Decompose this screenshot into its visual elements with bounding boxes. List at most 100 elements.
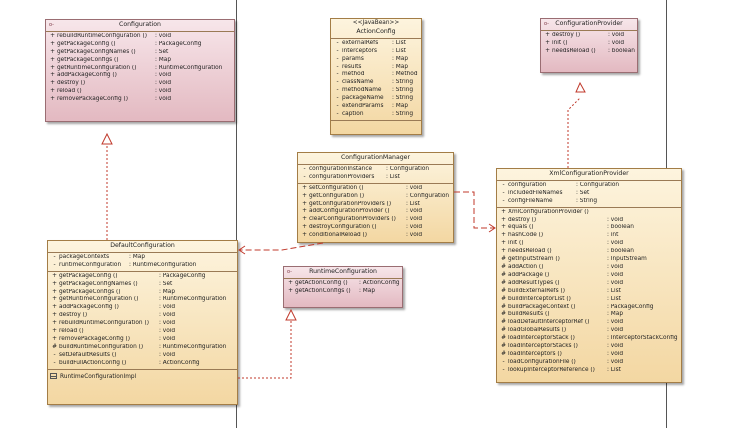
member-type: : void (159, 320, 176, 327)
class-configuration[interactable]: o- Configuration +rebuildRuntimeConfigur… (45, 19, 235, 122)
member-type: : Configuration (406, 192, 450, 199)
inner-class-icon (50, 372, 57, 379)
member-type: : Map (392, 63, 409, 70)
member-type: : void (159, 328, 176, 335)
member-row: #loadGlobalResults (): void (499, 327, 679, 335)
member-type: : void (406, 224, 423, 231)
class-default-configuration[interactable]: DefaultConfiguration -packageContexts: M… (47, 240, 238, 405)
member-row: -configFileName: String (499, 198, 679, 206)
member-name: addPackage () (508, 271, 550, 278)
methods-section: +rebuildRuntimeConfiguration (): void+ge… (46, 30, 234, 105)
class-name: DefaultConfiguration (110, 242, 175, 249)
fields-section: -externalRefs: List-interceptors: List-p… (331, 37, 421, 120)
member-type: : Map (129, 253, 146, 260)
member-type: : void (607, 240, 624, 247)
member-name: getInputStream () (508, 256, 560, 263)
member-name: getRuntimeConfiguration () (59, 296, 139, 303)
class-runtime-configuration[interactable]: o- RuntimeConfiguration +getActionConfig… (283, 266, 403, 308)
member-row: -runtimeConfiguration: RuntimeConfigurat… (50, 262, 235, 270)
member-type: : String (576, 197, 598, 204)
member-type: : RuntimeConfiguration (155, 64, 223, 71)
class-name: ActionConfig (356, 27, 396, 35)
member-name: reload () (59, 328, 84, 335)
visibility-marker: + (52, 304, 57, 311)
member-name: loadConfigurationFile () (508, 358, 576, 365)
member-type: : boolean (608, 47, 635, 54)
member-name: conditionalReload () (309, 232, 368, 239)
member-type: : Set (155, 48, 169, 55)
member-name: packageName (342, 95, 384, 102)
member-type: : Map (155, 56, 172, 63)
member-type: : void (607, 343, 624, 350)
member-type: : RuntimeConfiguration (159, 343, 227, 350)
member-row: +removePackageConfig (): void (48, 96, 232, 104)
member-type: : List (607, 287, 621, 294)
member-type: : String (392, 87, 414, 94)
visibility-marker: # (501, 319, 506, 326)
member-type: : boolean (607, 248, 634, 255)
member-row: +needsReload (): boolean (499, 248, 679, 256)
member-name: loadGlobalResults () (508, 327, 567, 334)
realization-impl-to-runtime (238, 320, 292, 379)
class-xml-configuration-provider[interactable]: XmlConfigurationProvider -configuration:… (496, 168, 682, 383)
member-name: caption (342, 110, 364, 117)
member-name: destroy () (552, 31, 581, 38)
class-header: o- Configuration (46, 20, 234, 31)
member-row: +destroyConfiguration (): void (300, 224, 451, 232)
class-configuration-manager[interactable]: ConfigurationManager -configurationInsta… (297, 152, 454, 243)
member-type: : void (159, 312, 176, 319)
member-row: #loadInterceptorStacks (): void (499, 343, 679, 351)
member-row: +reload (): void (48, 88, 232, 96)
member-row: -configurationInstance: Configuration (300, 166, 451, 174)
member-row: #addResultTypes (): void (499, 280, 679, 288)
member-row: -method: Method (333, 71, 419, 79)
member-type: : ActionConfig (159, 359, 200, 366)
member-row: -interceptors: List (333, 48, 419, 56)
member-type: : void (155, 80, 172, 87)
member-type: : void (406, 184, 423, 191)
member-name: getPackageConfigNames () (57, 48, 136, 55)
member-row: -params: Map (333, 56, 419, 64)
visibility-marker: + (545, 31, 550, 38)
visibility-marker: # (501, 256, 506, 263)
member-type: : String (392, 95, 414, 102)
visibility-marker: - (53, 253, 56, 260)
member-row: #loadInterceptors (): void (499, 351, 679, 359)
member-row: -externalRefs: List (333, 40, 419, 48)
member-type: : void (607, 319, 624, 326)
member-type: : void (608, 39, 625, 46)
member-name: getConfigurationProviders () (309, 200, 392, 207)
member-name: rebuildRuntimeConfiguration () (59, 320, 149, 327)
member-row: +getPackageConfigs (): Map (50, 289, 235, 297)
realization-arrowhead-icon (101, 132, 113, 145)
member-type: : void (406, 232, 423, 239)
divider-left (236, 0, 237, 428)
member-row: #buildPackageContext (): PackageConfig (499, 304, 679, 312)
visibility-marker: - (336, 39, 339, 46)
class-action-config[interactable]: <<JavaBean>> ActionConfig -externalRefs:… (330, 18, 422, 135)
member-type: : Map (607, 311, 624, 318)
member-row: -caption: String (333, 111, 419, 119)
member-type: : PackageConfig (155, 40, 202, 47)
member-name: buildRuntimeConfiguration () (59, 343, 144, 350)
member-row: -lookupInterceptorReference (): List (499, 367, 679, 375)
visibility-marker: - (502, 181, 505, 188)
member-row: -setDefaultResults (): void (50, 352, 235, 360)
member-type: : List (392, 47, 406, 54)
member-type: : void (159, 351, 176, 358)
member-type: : void (607, 350, 624, 357)
visibility-marker: + (302, 184, 307, 191)
member-name: destroy () (508, 216, 537, 223)
member-row: -methodName: String (333, 87, 419, 95)
member-name: addPackageConfig () (57, 72, 117, 79)
visibility-marker: + (501, 248, 506, 255)
member-name: method (342, 71, 365, 78)
member-type: : Map (392, 103, 409, 110)
member-type: : void (607, 263, 624, 270)
visibility-marker: - (336, 103, 339, 110)
class-name: ConfigurationProvider (555, 20, 623, 27)
class-configuration-provider[interactable]: o- ConfigurationProvider +destroy (): vo… (540, 18, 638, 73)
member-name: needsReload () (552, 47, 596, 54)
class-header: o- RuntimeConfiguration (284, 267, 402, 278)
